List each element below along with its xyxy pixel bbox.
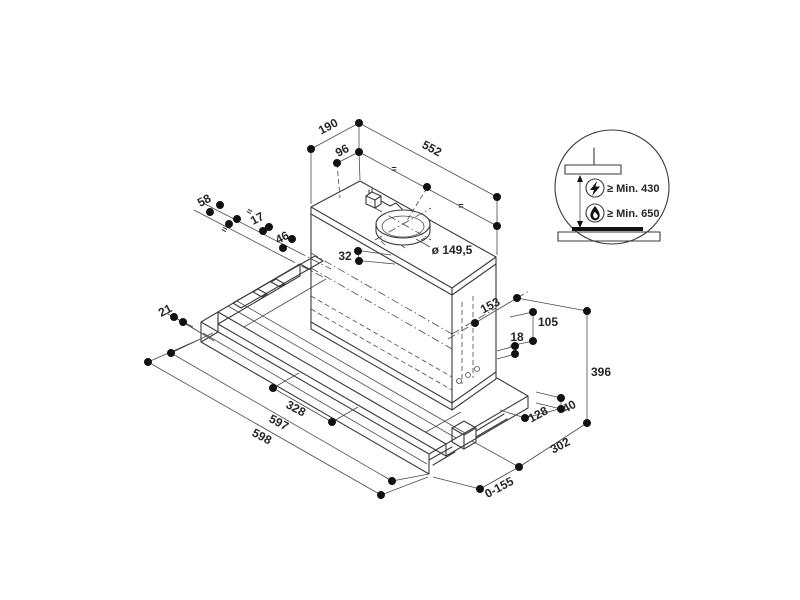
cooktop-symbol [572, 227, 643, 231]
dimension-labels: 190 552 96 = = 58 17 46 = = 21 32 ø 149,… [156, 115, 611, 500]
dim-label-190: 190 [316, 115, 341, 137]
dim-label-396: 396 [591, 365, 611, 379]
dim-label-128: 128 [526, 403, 551, 425]
dim-label-552: 552 [420, 138, 445, 160]
body-hidden-edges [310, 295, 474, 391]
screw-hole [474, 366, 480, 372]
dimension-lines [144, 119, 591, 499]
flame-icon-inner [593, 212, 598, 219]
dim-label-96: 96 [333, 141, 352, 160]
lightning-icon [590, 181, 600, 196]
dim-label-40: 40 [560, 397, 579, 416]
inset-circle [554, 129, 670, 245]
inset-label-gas: ≥ Min. 650 [607, 208, 660, 220]
dashed-extension-lines [336, 162, 428, 223]
arrow-head-up [577, 175, 583, 182]
equals-mark: = [458, 201, 463, 211]
equals-mark: = [245, 206, 255, 217]
dim-label-18: 18 [510, 330, 524, 344]
dim-label-598: 598 [250, 426, 275, 448]
screw-hole [456, 378, 462, 384]
telescopic-rail-left [232, 255, 324, 309]
body-hidden-centerlines [310, 252, 497, 350]
telescopic-rail-right-block [428, 413, 508, 466]
dim-label-46: 46 [273, 228, 292, 247]
collar-centerlines [374, 207, 432, 241]
electrical-box [365, 188, 403, 210]
screw-hole [465, 372, 471, 378]
dim-label-302: 302 [548, 434, 573, 456]
dim-label-32: 32 [338, 249, 352, 263]
dim-label-17: 17 [248, 209, 267, 228]
dim-label-58: 58 [195, 191, 214, 210]
dashdot-extension-lines [287, 251, 530, 340]
dim-label-duct-diameter: ø 149,5 [432, 243, 473, 257]
dim-label-105: 105 [538, 315, 558, 329]
extension-lines [147, 123, 562, 496]
inset-label-electric: ≥ Min. 430 [607, 183, 660, 195]
dim-label-328: 328 [284, 398, 309, 420]
counter-symbol [557, 231, 661, 242]
visor-handle-line [202, 332, 428, 465]
duct-collar [374, 207, 432, 249]
hood-symbol [564, 164, 622, 175]
chassis-seam-lines [227, 278, 466, 439]
hood-drawing [200, 180, 529, 475]
clearance-inset: ≥ Min. 430 ≥ Min. 650 [554, 129, 670, 245]
dim-lines [147, 122, 588, 496]
dim-label-597: 597 [267, 412, 292, 434]
dimension-dots [144, 119, 591, 499]
dim-label-21: 21 [156, 301, 175, 320]
equals-mark: = [220, 224, 230, 235]
dim-label-153: 153 [478, 294, 503, 316]
arrow-head-down [577, 221, 583, 228]
equals-mark: = [391, 164, 396, 174]
